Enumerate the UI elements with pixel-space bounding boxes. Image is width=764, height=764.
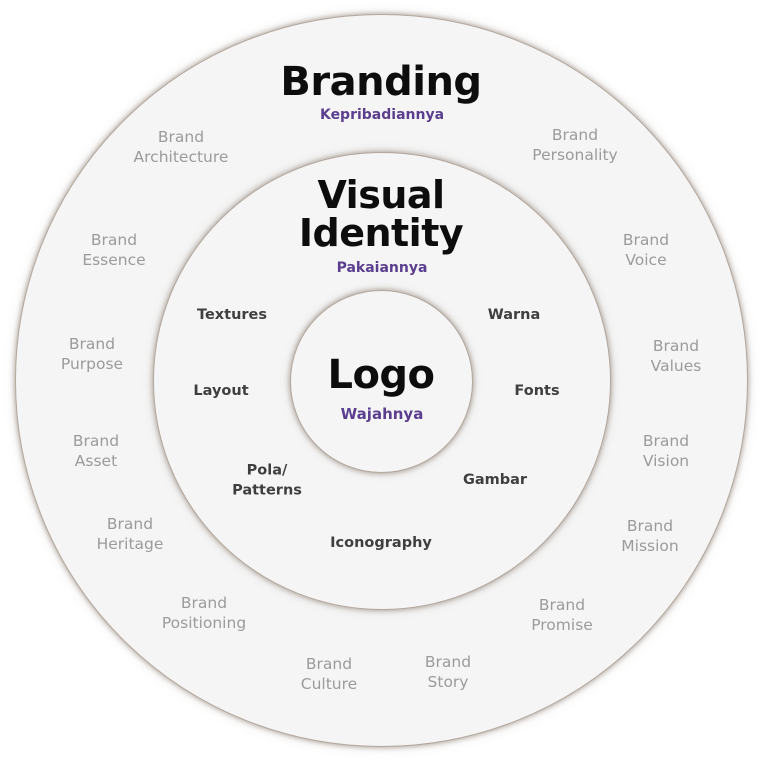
- visual-identity-element-label: Iconography: [330, 534, 432, 554]
- inner-circle-logo: [290, 290, 473, 473]
- branding-element-label-line2: Architecture: [133, 148, 229, 166]
- branding-element-label-line2: Asset: [74, 452, 118, 470]
- visual-identity-element-label-line1: Warna: [487, 307, 541, 324]
- visual-identity-title-line2: Identity: [298, 211, 464, 255]
- branding-element-label-line2: Heritage: [96, 535, 164, 553]
- branding-element-label-line2: Essence: [82, 251, 146, 269]
- branding-element-label-line1: Brand: [68, 334, 116, 353]
- branding-element-label-line1: Brand: [551, 125, 599, 144]
- visual-identity-element-label: Textures: [197, 306, 267, 326]
- branding-element-label-line1: Brand: [305, 654, 353, 673]
- visual-identity-element-label: Warna: [488, 306, 541, 326]
- branding-element-label-line1: Brand: [626, 516, 674, 535]
- branding-element-label-line2: Culture: [300, 675, 358, 693]
- visual-identity-element-label: Fonts: [514, 382, 559, 402]
- branding-element-label-line1: Brand: [180, 593, 228, 612]
- branding-element-label-line1: Brand: [157, 127, 205, 146]
- branding-element-label-line2: Purpose: [60, 355, 124, 373]
- branding-element-label-line1: Brand: [106, 514, 154, 533]
- branding-element-label-line1: Brand: [652, 336, 700, 355]
- visual-identity-element-label-line1: Iconography: [330, 535, 432, 552]
- visual-identity-element-label-line1: Pola/: [246, 462, 288, 479]
- visual-identity-element-label-line1: Fonts: [514, 383, 560, 400]
- branding-element-label-line2: Voice: [625, 251, 667, 269]
- branding-element-label-line2: Vision: [642, 452, 690, 470]
- visual-identity-subtitle: Pakaiannya: [336, 260, 428, 276]
- visual-identity-element-label: Gambar: [463, 471, 527, 491]
- branding-title: Branding: [280, 59, 482, 105]
- visual-identity-title: Visual Identity: [298, 173, 464, 255]
- branding-element-label-line1: Brand: [90, 230, 138, 249]
- branding-subtitle: Kepribadiannya: [319, 107, 445, 123]
- branding-element-label-line2: Values: [650, 357, 702, 375]
- logo-title: Logo: [327, 352, 435, 398]
- visual-identity-element-label: Layout: [193, 382, 248, 402]
- visual-identity-element-label-line1: Layout: [193, 383, 249, 400]
- branding-element-label-line1: Brand: [538, 595, 586, 614]
- branding-element-label-line2: Personality: [532, 146, 618, 164]
- branding-element-label-line1: Brand: [72, 431, 120, 450]
- branding-element-label-line2: Mission: [621, 537, 679, 555]
- visual-identity-element-label-line1: Textures: [196, 307, 268, 324]
- branding-element-label-line2: Positioning: [161, 614, 247, 632]
- visual-identity-element-label: Pola/Patterns: [232, 461, 302, 500]
- branding-element-label-line1: Brand: [642, 431, 690, 450]
- visual-identity-element-label-line1: Gambar: [462, 472, 528, 489]
- branding-element-label-line2: Story: [427, 673, 469, 691]
- visual-identity-element-label-line2: Patterns: [232, 482, 302, 498]
- visual-identity-title-line1: Visual: [317, 173, 445, 217]
- branding-element-label-line1: Brand: [424, 652, 472, 671]
- branding-element-label-line2: Promise: [531, 616, 593, 634]
- branding-element-label-line1: Brand: [622, 230, 670, 249]
- logo-subtitle: Wajahnya: [340, 405, 424, 423]
